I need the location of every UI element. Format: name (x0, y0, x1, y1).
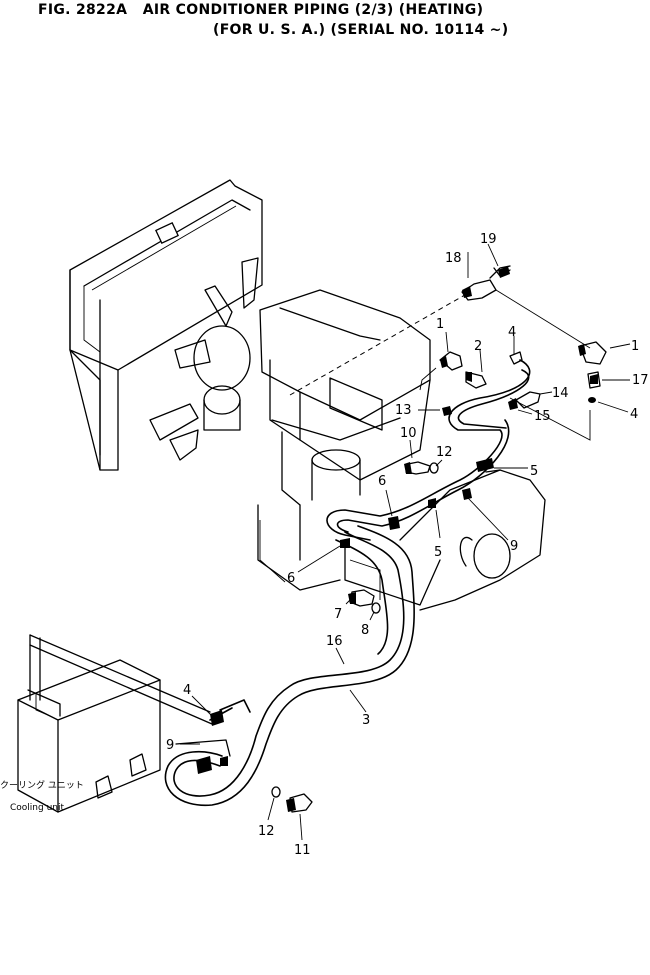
callout-13: 13 (395, 403, 412, 418)
callout-1-right: 1 (631, 339, 639, 354)
callout-4-top: 4 (508, 325, 516, 340)
leader-lines (180, 243, 631, 841)
radiator (69, 179, 263, 471)
callout-18: 18 (445, 251, 462, 266)
callout-3: 3 (362, 713, 370, 728)
callout-4-lower: 4 (183, 683, 191, 698)
callout-6-lower: 6 (287, 571, 295, 586)
engine (149, 257, 546, 611)
hoses (164, 359, 531, 807)
title-line-2: (FOR U. S. A.) (SERIAL NO. 10114 ~) (213, 22, 509, 38)
callout-14: 14 (552, 386, 569, 401)
clamps (175, 458, 501, 774)
callout-9-upper: 9 (510, 539, 518, 554)
callout-4-right: 4 (630, 407, 638, 422)
callout-9-lower: 9 (166, 738, 174, 753)
callout-10: 10 (400, 426, 417, 441)
cooling-unit-caption-en: Cooling unit (10, 803, 64, 813)
top-fittings (419, 265, 607, 441)
title-line-1: FIG. 2822A AIR CONDITIONER PIPING (2/3) … (38, 2, 484, 18)
callout-2: 2 (474, 339, 482, 354)
callout-5-right: 5 (530, 464, 538, 479)
callout-8: 8 (361, 623, 369, 638)
callout-1-center: 1 (436, 317, 444, 332)
callout-12-upper: 12 (436, 445, 453, 460)
callout-5-lower: 5 (434, 545, 442, 560)
callout-numbers: 19 18 1 1 2 4 17 14 15 4 13 10 12 5 6 5 … (166, 232, 649, 858)
dashed-leader (289, 291, 471, 396)
callout-11: 11 (294, 843, 311, 858)
callout-7: 7 (334, 607, 342, 622)
callout-15: 15 (534, 409, 551, 424)
callout-19: 19 (480, 232, 497, 247)
callout-17: 17 (632, 373, 649, 388)
callout-16: 16 (326, 634, 343, 649)
callout-12-lower: 12 (258, 824, 275, 839)
cooling-unit-caption-jp: クーリング ユニット (0, 779, 84, 791)
callout-6-upper: 6 (378, 474, 386, 489)
cooling-unit (17, 634, 213, 813)
